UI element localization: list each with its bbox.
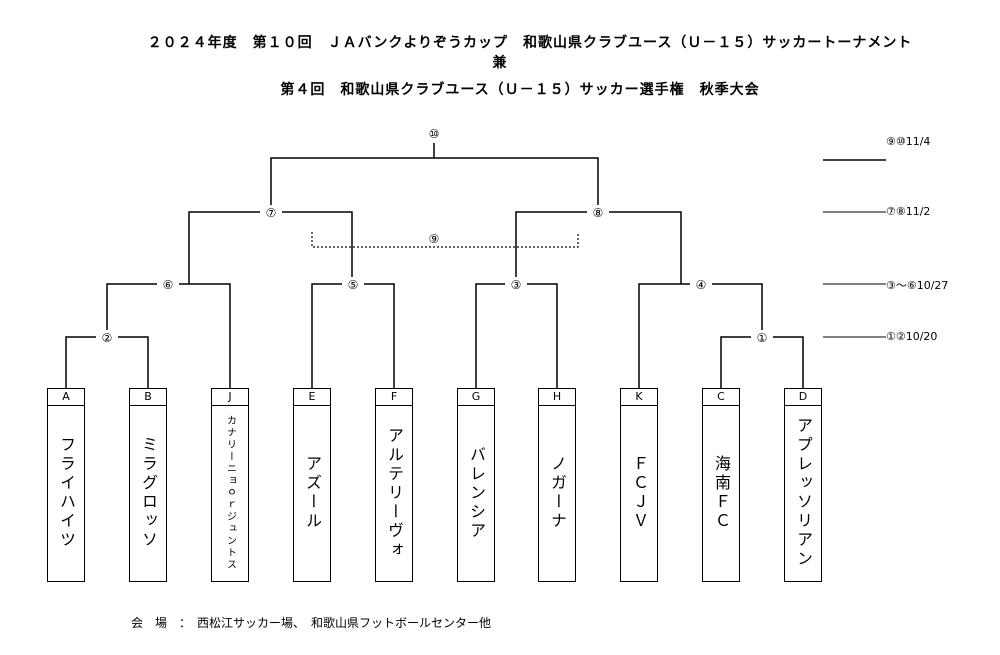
team-name: ノガーナ bbox=[548, 455, 567, 531]
team-code: E bbox=[294, 389, 330, 406]
bracket-line-m7 bbox=[188, 211, 353, 284]
bracket-line-m9 bbox=[311, 232, 579, 248]
team-name: ＦＣＪＶ bbox=[630, 455, 649, 531]
title-line-2: 兼 bbox=[492, 55, 508, 71]
bracket-line-m5 bbox=[311, 283, 395, 388]
team-code: K bbox=[621, 389, 657, 406]
match-label-1: ① bbox=[757, 331, 768, 345]
team-code: F bbox=[376, 389, 412, 406]
team-box-c: C 海南ＦＣ bbox=[702, 388, 740, 582]
team-name: アズール bbox=[303, 455, 322, 531]
match-label-4: ④ bbox=[696, 278, 707, 292]
team-code: C bbox=[703, 389, 739, 406]
match-label-6: ⑥ bbox=[163, 278, 174, 292]
venue-note: 会 場 ： 西松江サッカー場、 和歌山県フットボールセンター他 bbox=[131, 616, 492, 630]
team-box-b: B ミラグロッソ bbox=[129, 388, 167, 582]
team-box-d: D アプレッソリアン bbox=[784, 388, 822, 582]
team-code: G bbox=[458, 389, 494, 406]
team-name: バレンシア bbox=[467, 445, 486, 541]
team-name: アプレッソリアン bbox=[794, 417, 813, 569]
bracket-line-m8 bbox=[515, 211, 682, 284]
bracket-line-m6 bbox=[106, 283, 231, 388]
schedule-round1: ①②10/20 bbox=[886, 330, 938, 343]
schedule-round2: ③～⑥10/27 bbox=[886, 279, 949, 292]
bracket-line-m4 bbox=[638, 283, 763, 388]
team-name: カナリーニョｏｒジュントス bbox=[224, 415, 236, 571]
team-name: アルテリーヴォ bbox=[385, 426, 404, 560]
team-box-g: G バレンシア bbox=[457, 388, 495, 582]
match-label-10: ⑩ bbox=[429, 127, 440, 141]
team-name: 海南ＦＣ bbox=[712, 455, 731, 531]
match-label-8: ⑧ bbox=[593, 206, 604, 220]
schedule-semifinal: ⑦⑧11/2 bbox=[886, 205, 931, 218]
match-label-5: ⑤ bbox=[348, 278, 359, 292]
title-line-3: 第４回 和歌山県クラブユース（Ｕ－１５）サッカー選手権 秋季大会 bbox=[280, 82, 760, 98]
match-label-2: ② bbox=[102, 331, 113, 345]
team-box-f: F アルテリーヴォ bbox=[375, 388, 413, 582]
match-label-7: ⑦ bbox=[266, 206, 277, 220]
team-code: B bbox=[130, 389, 166, 406]
match-label-3: ③ bbox=[511, 278, 522, 292]
match-label-9: ⑨ bbox=[429, 232, 440, 246]
team-name: フライハイツ bbox=[57, 436, 76, 550]
title-line-1: ２０２４年度 第１０回 ＪＡバンクよりぞうカップ 和歌山県クラブユース（Ｕ－１５… bbox=[147, 35, 913, 51]
bracket-line-m3 bbox=[475, 283, 558, 388]
team-code: J bbox=[212, 389, 248, 406]
team-box-h: H ノガーナ bbox=[538, 388, 576, 582]
team-code: H bbox=[539, 389, 575, 406]
team-code: D bbox=[785, 389, 821, 406]
team-box-e: E アズール bbox=[293, 388, 331, 582]
team-box-k: K ＦＣＪＶ bbox=[620, 388, 658, 582]
team-box-j: J カナリーニョｏｒジュントス bbox=[211, 388, 249, 582]
schedule-final: ⑨⑩11/4 bbox=[886, 135, 931, 148]
bracket-line-m10 bbox=[270, 157, 599, 212]
team-code: A bbox=[48, 389, 84, 406]
team-name: ミラグロッソ bbox=[139, 436, 158, 550]
team-box-a: A フライハイツ bbox=[47, 388, 85, 582]
